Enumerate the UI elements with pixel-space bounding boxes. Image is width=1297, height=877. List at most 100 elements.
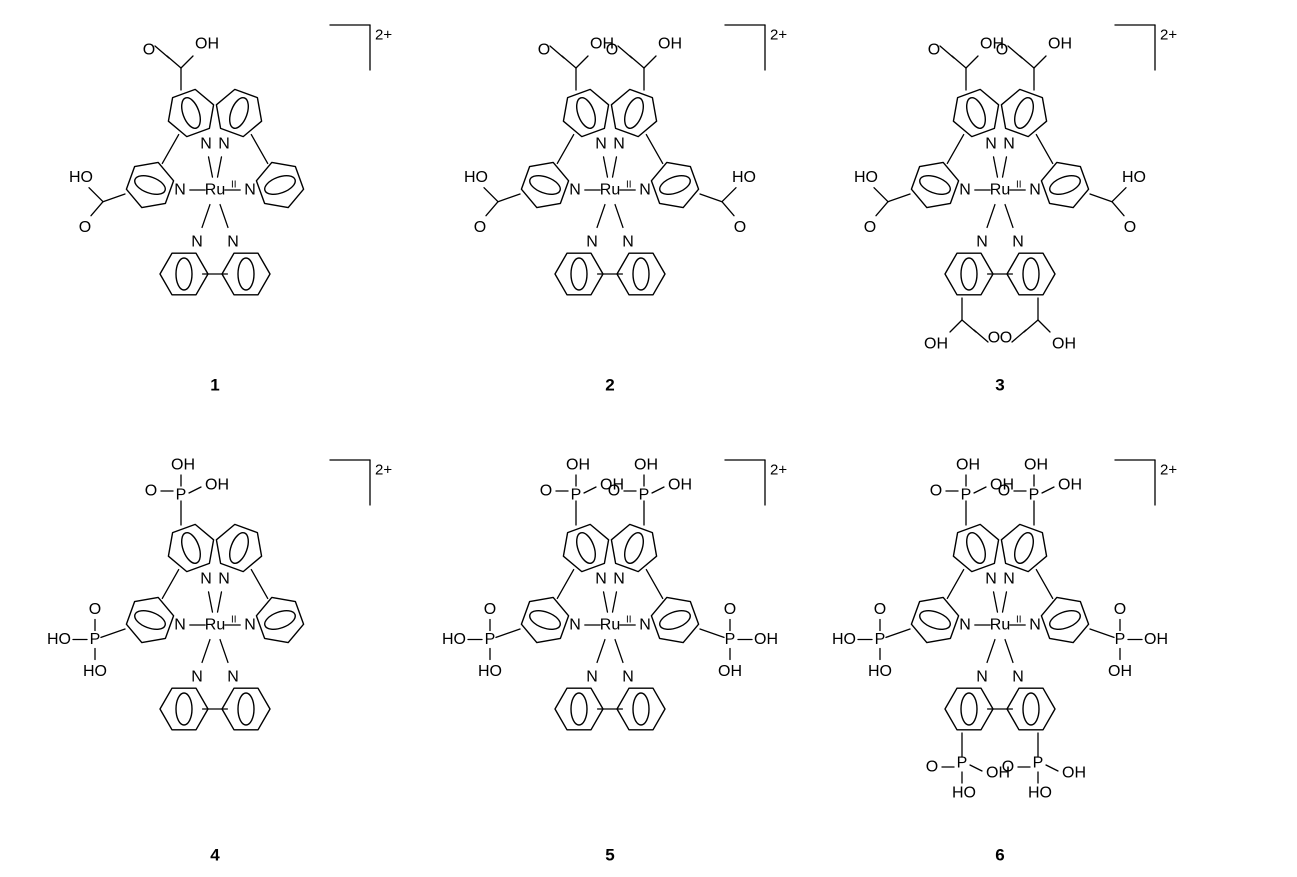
charge-label: 2+ bbox=[1160, 462, 1177, 479]
ruthenium-label: Ru bbox=[990, 617, 1010, 634]
ring-aromatic-circle bbox=[632, 257, 650, 291]
phosphorus-label: P bbox=[961, 487, 972, 504]
oxygen-label: O bbox=[724, 601, 736, 618]
ring-aromatic-circle bbox=[624, 97, 644, 129]
hydroxyl-label: OH bbox=[1062, 765, 1086, 782]
c-c-bond bbox=[1089, 193, 1113, 203]
nitrogen-label: N bbox=[174, 617, 186, 634]
oxygen-label: O bbox=[1000, 330, 1012, 347]
hydroxyl-label: OH bbox=[566, 457, 590, 474]
hydroxyl-label: HO bbox=[832, 631, 856, 648]
phosphorus-label: P bbox=[1033, 755, 1044, 772]
c-o-bond bbox=[875, 201, 889, 217]
nitrogen-label: N bbox=[959, 182, 971, 199]
ring-aromatic-circle bbox=[181, 532, 201, 564]
p-o-bond bbox=[1041, 486, 1055, 494]
hydroxyl-label: OH bbox=[1048, 36, 1072, 53]
ru-n-bond bbox=[986, 203, 996, 229]
c-o-double-bond bbox=[873, 187, 889, 203]
oxygen-label: O bbox=[608, 483, 620, 500]
pyridine-ring bbox=[554, 252, 604, 296]
bipyridine-link-bond bbox=[1035, 568, 1054, 600]
oxidation-state-label: II bbox=[626, 615, 632, 626]
nitrogen-label: N bbox=[622, 234, 634, 251]
pyridine-ring bbox=[952, 523, 1000, 573]
phosphorus-label: P bbox=[875, 631, 886, 648]
ruthenium-label: Ru bbox=[600, 617, 620, 634]
hydroxyl-label: HO bbox=[442, 631, 466, 648]
pyridine-ring bbox=[255, 596, 305, 644]
hydroxyl-label: OH bbox=[1144, 631, 1168, 648]
p-o-bond bbox=[583, 486, 597, 494]
hydroxyl-label: OH bbox=[1024, 457, 1048, 474]
oxygen-label: O bbox=[930, 483, 942, 500]
hydroxyl-label: OH bbox=[205, 477, 229, 494]
bipyridine-link-bond bbox=[161, 133, 180, 165]
nitrogen-label: N bbox=[976, 669, 988, 686]
nitrogen-label: N bbox=[985, 136, 997, 153]
ru-n-bond bbox=[596, 638, 606, 664]
pyridine-ring bbox=[1000, 88, 1048, 138]
pyridine-ring bbox=[520, 161, 570, 209]
nitrogen-label: N bbox=[1003, 571, 1015, 588]
ru-n-bond bbox=[1004, 203, 1014, 229]
nitrogen-label: N bbox=[976, 234, 988, 251]
hydroxyl-label: OH bbox=[956, 457, 980, 474]
hydroxyl-label: OH bbox=[171, 457, 195, 474]
p-o-bond bbox=[969, 764, 983, 772]
bipyridine-link-bond bbox=[946, 568, 965, 600]
ring-aromatic-circle bbox=[632, 692, 650, 726]
charge-label: 2+ bbox=[375, 27, 392, 44]
p-o-bond bbox=[1045, 764, 1059, 772]
pyridine-ring bbox=[1000, 523, 1048, 573]
c-c-bond bbox=[887, 193, 911, 203]
nitrogen-label: N bbox=[959, 617, 971, 634]
ring-aromatic-circle bbox=[175, 692, 193, 726]
phosphorus-label: P bbox=[725, 631, 736, 648]
hydroxyl-label: OH bbox=[1052, 336, 1076, 353]
hydroxyl-label: HO bbox=[732, 169, 756, 186]
hydroxyl-label: OH bbox=[600, 477, 624, 494]
c-c-bond bbox=[102, 193, 126, 203]
pyridine-ring bbox=[167, 523, 215, 573]
pyridine-ring bbox=[1006, 252, 1056, 296]
compound-number-5: 5 bbox=[605, 846, 614, 865]
ring-aromatic-circle bbox=[237, 692, 255, 726]
c-p-bond bbox=[100, 628, 126, 639]
c-c-bond bbox=[497, 193, 521, 203]
oxygen-label: O bbox=[79, 219, 91, 236]
pyridine-ring bbox=[215, 523, 263, 573]
c-p-bond bbox=[495, 628, 521, 639]
ru-n-bond bbox=[614, 203, 624, 229]
ru-n-bond bbox=[1001, 591, 1008, 613]
c-p-bond bbox=[699, 628, 725, 639]
hydroxyl-label: HO bbox=[1122, 169, 1146, 186]
pyridine-ring bbox=[125, 161, 175, 209]
c-o-double-bond bbox=[88, 187, 104, 203]
nitrogen-label: N bbox=[191, 234, 203, 251]
nitrogen-label: N bbox=[244, 182, 256, 199]
nitrogen-label: N bbox=[1012, 234, 1024, 251]
ru-n-bond bbox=[207, 156, 214, 178]
ring-aromatic-circle bbox=[229, 97, 249, 129]
oxidation-state-label: II bbox=[231, 180, 237, 191]
phosphorus-label: P bbox=[176, 487, 187, 504]
ru-n-bond bbox=[216, 156, 223, 178]
ru-n-bond bbox=[602, 591, 609, 613]
ring-aromatic-circle bbox=[237, 257, 255, 291]
ru-n-bond bbox=[611, 591, 618, 613]
ring-aromatic-circle bbox=[576, 532, 596, 564]
nitrogen-label: N bbox=[639, 182, 651, 199]
nitrogen-label: N bbox=[174, 182, 186, 199]
ru-n-bond bbox=[992, 591, 999, 613]
ring-aromatic-circle bbox=[919, 610, 951, 630]
ring-aromatic-circle bbox=[229, 532, 249, 564]
c-c-bond bbox=[699, 193, 723, 203]
pyridine-ring bbox=[650, 161, 700, 209]
ru-n-bond bbox=[1004, 638, 1014, 664]
nitrogen-label: N bbox=[1029, 182, 1041, 199]
ring-aromatic-circle bbox=[1022, 692, 1040, 726]
ruthenium-label: Ru bbox=[600, 182, 620, 199]
hydroxyl-label: OH bbox=[986, 765, 1010, 782]
ring-aromatic-circle bbox=[919, 175, 951, 195]
